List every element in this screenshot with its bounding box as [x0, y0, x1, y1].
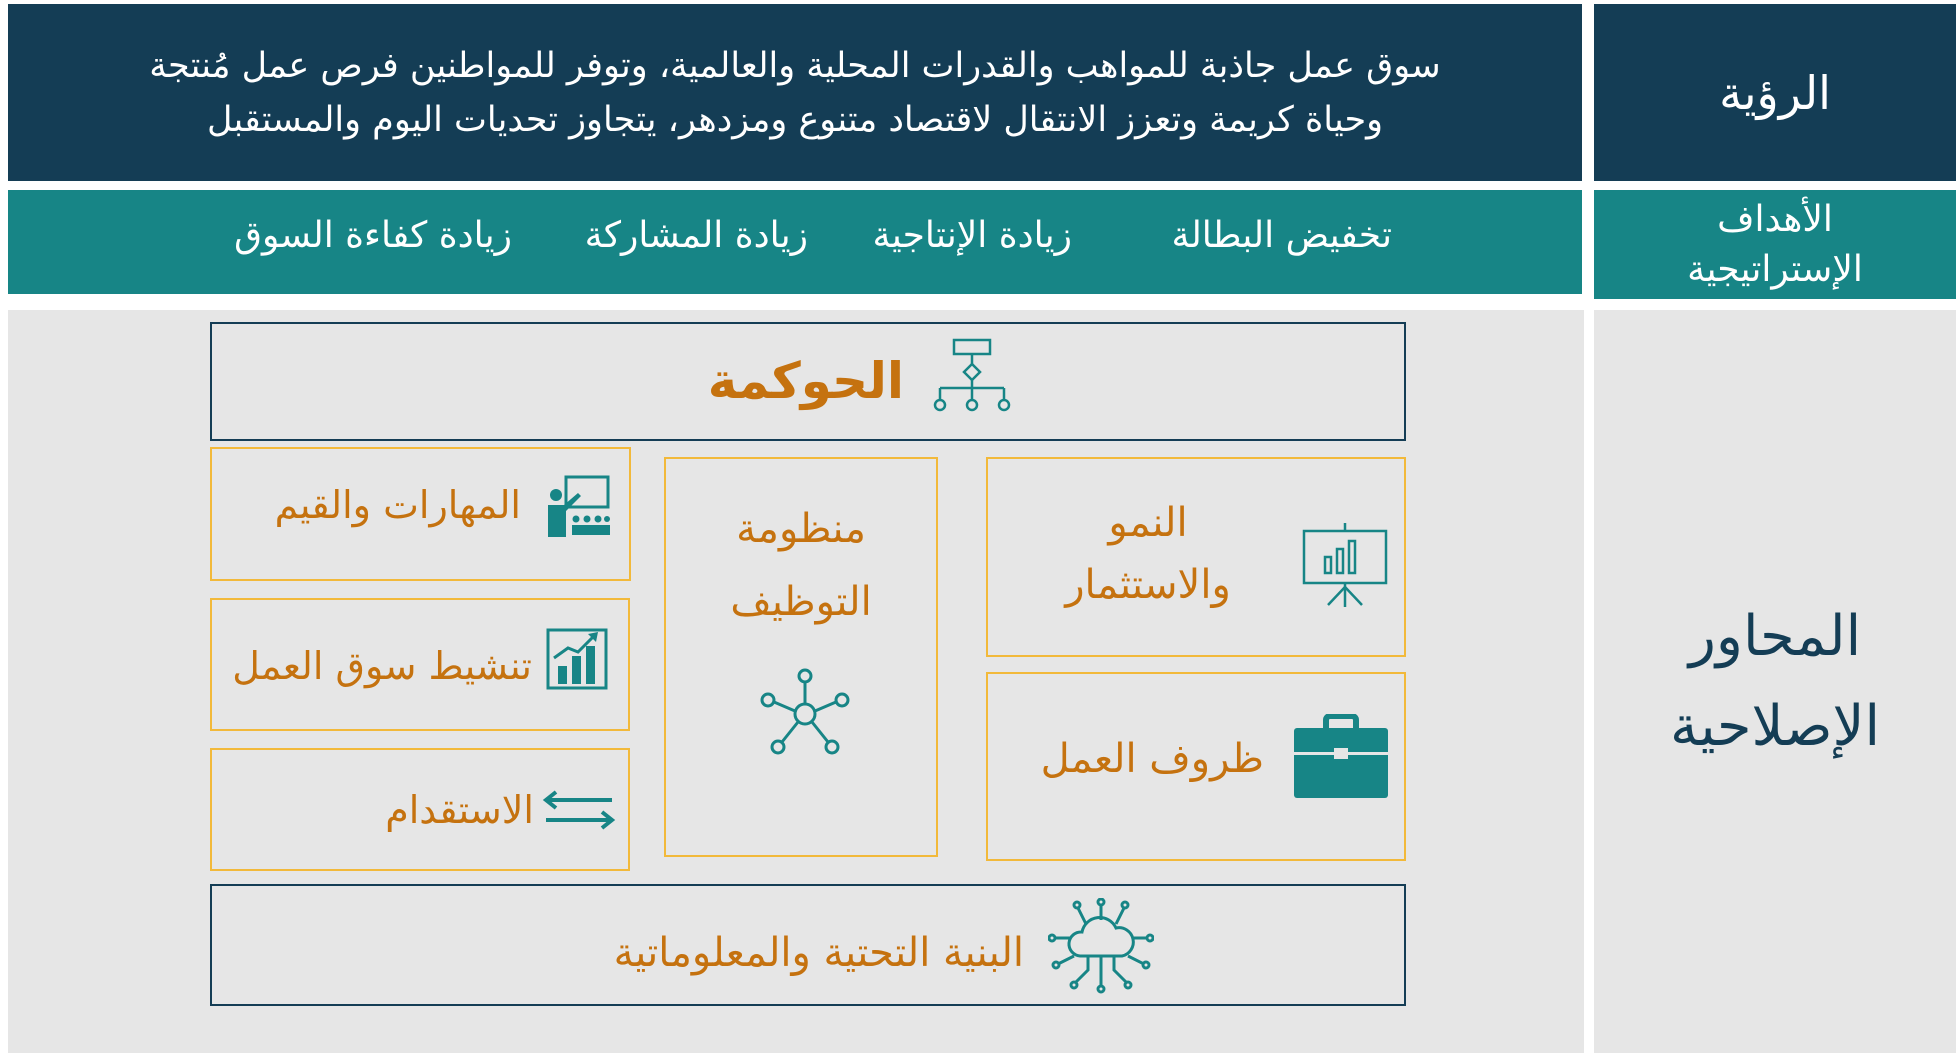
- cloud-network-icon: [1048, 898, 1154, 994]
- vision-label: الرؤية: [1594, 4, 1956, 181]
- skills-values-box: المهارات والقيم: [210, 447, 631, 581]
- employment-label-line-2: التوظيف: [730, 579, 872, 625]
- work-conditions-label: ظروف العمل: [1040, 736, 1264, 782]
- pillars-label-line-2: الإصلاحية: [1670, 693, 1880, 759]
- growth-label-line-2: والاستثمار: [1065, 562, 1231, 608]
- employment-label-line-1: منظومة: [736, 506, 866, 552]
- infrastructure-box: البنية التحتية والمعلوماتية: [210, 884, 1406, 1006]
- labor-market-activation-box: تنشيط سوق العمل: [210, 598, 630, 731]
- pillars-label: المحاور الإصلاحية: [1594, 310, 1956, 1053]
- vision-label-text: الرؤية: [1719, 65, 1831, 120]
- vision-line-2: وحياة كريمة وتعزز الانتقال لاقتصاد متنوع…: [206, 99, 1384, 140]
- growth-label-line-1: النمو: [1108, 500, 1188, 546]
- exchange-arrows-icon: [542, 790, 616, 830]
- goals-label: الأهداف الإستراتيجية: [1594, 190, 1956, 299]
- goal-increase-productivity: زيادة الإنتاجية: [872, 215, 1072, 256]
- governance-label: الحوكمة: [707, 352, 904, 410]
- org-chart-icon: [932, 338, 1012, 414]
- goal-market-efficiency: زيادة كفاءة السوق: [234, 215, 512, 256]
- bar-chart-growth-icon: [546, 628, 608, 690]
- skills-values-label: المهارات والقيم: [274, 483, 521, 527]
- goals-panel: تخفيض البطالة زيادة الإنتاجية زيادة المش…: [8, 190, 1582, 294]
- briefcase-icon: [1292, 714, 1390, 800]
- goal-reduce-unemployment: تخفيض البطالة: [1171, 215, 1392, 256]
- goal-increase-participation: زيادة المشاركة: [584, 215, 808, 256]
- governance-box: الحوكمة: [210, 322, 1406, 441]
- teacher-icon: [544, 475, 610, 537]
- growth-investment-label: النمو والاستثمار: [1038, 499, 1258, 609]
- pillars-panel: [8, 310, 1584, 1053]
- growth-investment-box: النمو والاستثمار: [986, 457, 1406, 657]
- network-hub-icon: [758, 667, 852, 757]
- vision-line-1: سوق عمل جاذبة للمواهب والقدرات المحلية و…: [149, 45, 1441, 86]
- recruitment-box: الاستقدام: [210, 748, 630, 871]
- work-conditions-box: ظروف العمل: [986, 672, 1406, 861]
- presentation-chart-icon: [1300, 521, 1390, 609]
- employment-system-box: منظومة التوظيف: [664, 457, 938, 857]
- goals-label-line-2: الإستراتيجية: [1687, 248, 1863, 290]
- labor-market-activation-label: تنشيط سوق العمل: [232, 644, 532, 688]
- vision-statement-panel: سوق عمل جاذبة للمواهب والقدرات المحلية و…: [8, 4, 1582, 181]
- infrastructure-label: البنية التحتية والمعلوماتية: [613, 930, 1024, 976]
- pillars-label-line-1: المحاور: [1688, 603, 1862, 669]
- goals-label-line-1: الأهداف: [1717, 198, 1833, 240]
- employment-system-label: منظومة التوظيف: [666, 479, 936, 629]
- recruitment-label: الاستقدام: [385, 788, 534, 832]
